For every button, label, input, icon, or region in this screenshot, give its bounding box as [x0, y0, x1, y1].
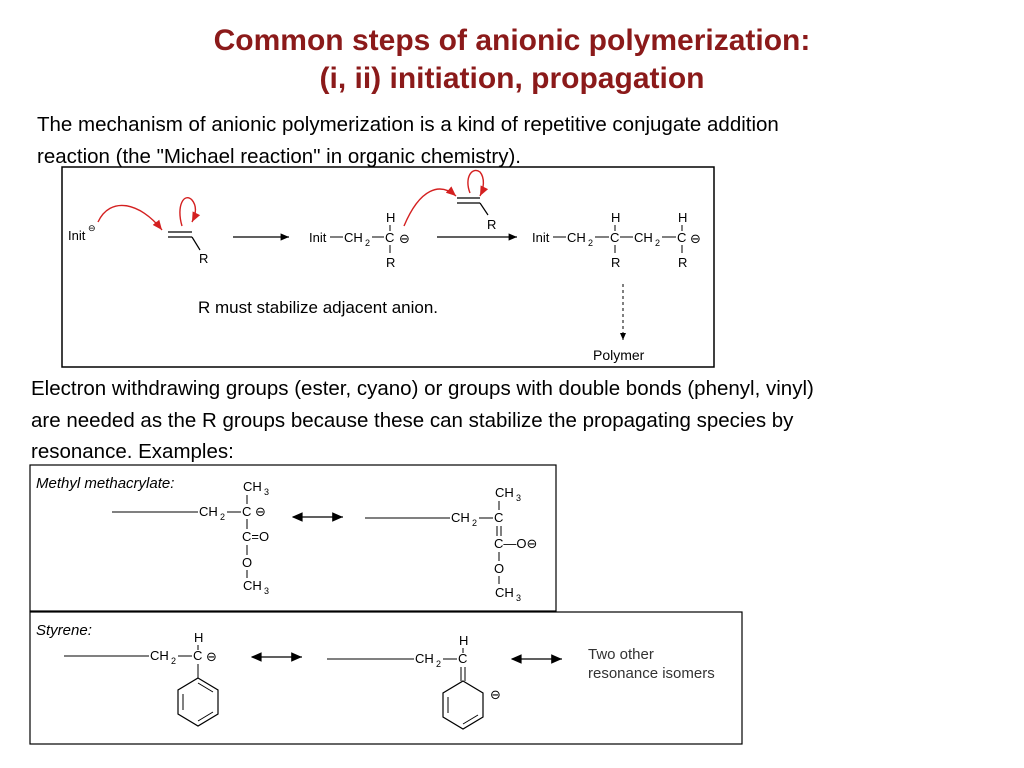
attack-arrow-1	[97, 204, 163, 231]
polymer-label: Polymer	[593, 347, 645, 363]
explain-paragraph: Electron withdrawing groups (ester, cyan…	[31, 373, 814, 468]
svg-text:2: 2	[365, 238, 370, 248]
svg-text:3: 3	[516, 493, 521, 503]
svg-text:2: 2	[588, 238, 593, 248]
svg-text:2: 2	[655, 238, 660, 248]
svg-text:⊖: ⊖	[255, 504, 266, 519]
mma-box	[29, 464, 557, 612]
svg-text:2: 2	[171, 656, 176, 666]
product-c-2: C	[677, 230, 686, 245]
benzene-ring-left	[177, 677, 219, 727]
mma-right-c: C	[494, 510, 503, 525]
explain-line-3: resonance. Examples:	[31, 440, 234, 463]
mma-label: Methyl methacrylate:	[36, 475, 174, 492]
svg-text:CH: CH	[495, 585, 514, 600]
mechanism-box	[61, 166, 715, 368]
svg-text:CH: CH	[150, 648, 169, 663]
bond-shift-arrow-2	[467, 169, 489, 197]
intermediate-ch2: CH	[344, 230, 363, 245]
svg-text:⊖: ⊖	[690, 231, 701, 246]
monomer-r-1: R	[199, 251, 208, 266]
two-other-line-1: Two other	[588, 646, 654, 663]
svg-text:2: 2	[220, 512, 225, 522]
intermediate-h: H	[386, 210, 395, 225]
svg-text:H: H	[678, 210, 687, 225]
svg-text:3: 3	[264, 487, 269, 497]
svg-text:⊖: ⊖	[206, 649, 217, 664]
svg-text:O: O	[242, 555, 252, 570]
svg-text:CH: CH	[495, 485, 514, 500]
svg-text:3: 3	[264, 586, 269, 596]
mma-left-c: C	[242, 504, 251, 519]
intro-line-1: The mechanism of anionic polymerization …	[37, 113, 779, 136]
cyclohexadienyl-ring-right	[442, 680, 484, 730]
stabilize-note: R must stabilize adjacent anion.	[198, 298, 438, 317]
styrene-right-c: C	[458, 651, 467, 666]
svg-text:CH: CH	[199, 504, 218, 519]
svg-text:CH: CH	[243, 479, 262, 494]
svg-text:R: R	[678, 255, 687, 270]
bond-shift-arrow-1	[179, 197, 201, 227]
intermediate-init: Init	[309, 230, 327, 245]
attack-arrow-2	[403, 186, 457, 227]
svg-text:⊖: ⊖	[490, 687, 501, 702]
intro-paragraph: The mechanism of anionic polymerization …	[37, 109, 779, 173]
init-label: Init	[68, 228, 86, 243]
svg-text:3: 3	[516, 593, 521, 603]
mma-right-enolate: C—O⊖	[494, 536, 537, 551]
title-line-2: (i, ii) initiation, propagation	[319, 62, 705, 95]
two-other-line-2: resonance isomers	[588, 665, 715, 682]
styrene-left-c: C	[193, 648, 202, 663]
styrene-label: Styrene:	[36, 622, 92, 639]
intermediate-minus: ⊖	[399, 231, 410, 246]
init-minus: ⊖	[88, 223, 96, 233]
svg-text:R: R	[611, 255, 620, 270]
svg-text:2: 2	[436, 659, 441, 669]
svg-text:H: H	[194, 630, 203, 645]
slide-title: Common steps of anionic polymerization: …	[0, 22, 1024, 98]
explain-line-1: Electron withdrawing groups (ester, cyan…	[31, 377, 814, 400]
svg-text:CH: CH	[451, 510, 470, 525]
product-ch2-2: CH	[634, 230, 653, 245]
svg-text:H: H	[611, 210, 620, 225]
product-init: Init	[532, 230, 550, 245]
svg-text:2: 2	[472, 518, 477, 528]
svg-text:CH: CH	[415, 651, 434, 666]
intro-line-2: reaction (the "Michael reaction" in orga…	[37, 145, 521, 168]
intermediate-c: C	[385, 230, 394, 245]
intermediate-r: R	[386, 255, 395, 270]
title-line-1: Common steps of anionic polymerization:	[213, 24, 811, 57]
monomer-r-2: R	[487, 217, 496, 232]
product-ch2-1: CH	[567, 230, 586, 245]
product-c-1: C	[610, 230, 619, 245]
svg-text:H: H	[459, 633, 468, 648]
explain-line-2: are needed as the R groups because these…	[31, 408, 794, 432]
mma-left-ester: C=O	[242, 529, 269, 544]
svg-text:O: O	[494, 561, 504, 576]
svg-text:CH: CH	[243, 578, 262, 593]
styrene-box	[29, 611, 743, 745]
